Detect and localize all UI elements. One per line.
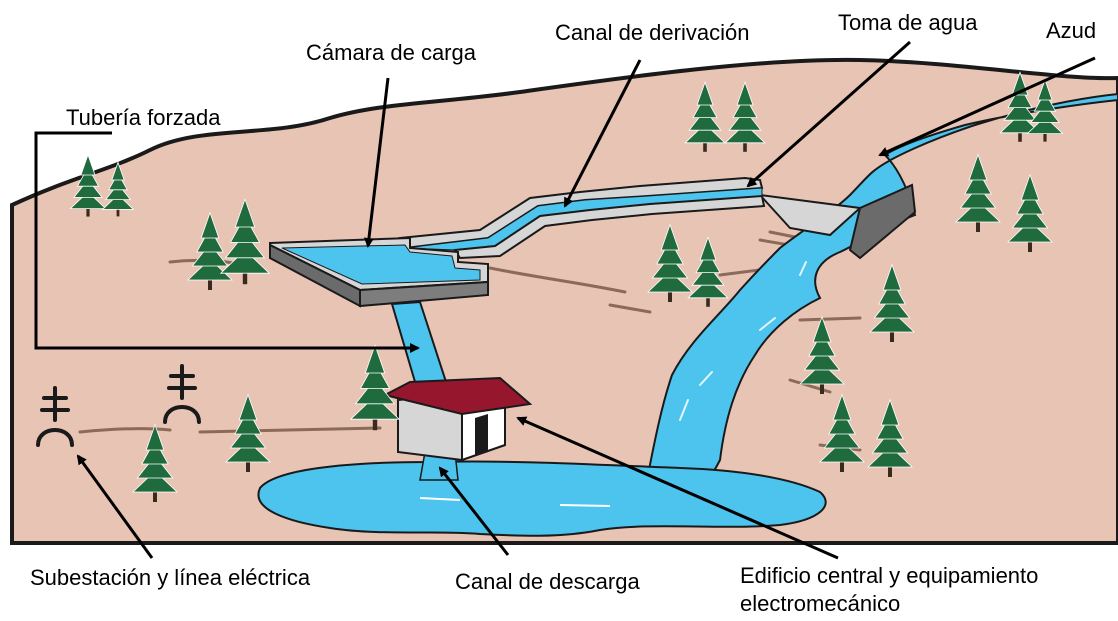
label-tuberia-forzada: Tubería forzada <box>66 105 221 130</box>
forebay <box>269 236 489 308</box>
tree-icon <box>132 423 178 502</box>
tree-icon <box>1007 173 1053 252</box>
label-edificio-line2: electromecánico <box>740 591 901 616</box>
tree-icon <box>684 81 726 152</box>
label-camara-de-carga: Cámara de carga <box>306 40 476 65</box>
label-toma-de-agua: Toma de agua <box>838 10 978 35</box>
derivation-canal <box>398 176 766 260</box>
label-canal-de-derivacion: Canal de derivación <box>555 20 750 45</box>
arrow-toma-de-agua <box>746 40 911 188</box>
tree-icon <box>799 315 845 394</box>
transmission-tower-2 <box>163 364 201 424</box>
label-edificio-line1: Edificio central y equipamiento <box>740 563 1039 588</box>
trees <box>69 71 1064 502</box>
arrow-canal-de-derivacion <box>563 59 642 208</box>
transmission-tower-1 <box>36 386 74 447</box>
powerhouse <box>382 376 533 462</box>
tree-icon <box>69 153 107 217</box>
tree-icon <box>349 344 401 431</box>
tree-icon <box>819 393 865 472</box>
tree-icon <box>687 236 729 307</box>
arrow-canal-de-descarga <box>438 466 510 556</box>
tree-icon <box>724 81 766 152</box>
tree-icon <box>225 393 271 472</box>
label-canal-de-descarga: Canal de descarga <box>455 569 640 594</box>
tree-icon <box>101 161 135 217</box>
arrow-azud <box>878 56 1096 157</box>
tree-icon <box>867 398 913 477</box>
tree-icon <box>219 198 271 285</box>
tree-icon <box>869 263 915 342</box>
arrow-tuberia-forzada <box>34 131 420 353</box>
tree-icon <box>647 223 693 302</box>
weir <box>757 183 917 260</box>
label-azud: Azud <box>1046 18 1097 43</box>
arrow-camara-de-carga <box>363 77 390 248</box>
roof <box>382 376 533 416</box>
arrow-subestacion <box>76 454 154 559</box>
tree-icon <box>955 153 1001 232</box>
label-subestacion: Subestación y línea eléctrica <box>30 565 311 590</box>
tree-icon <box>187 211 233 290</box>
arrow-edificio <box>516 416 839 560</box>
tree-icon <box>1026 78 1064 142</box>
discharge-pool <box>257 460 827 537</box>
